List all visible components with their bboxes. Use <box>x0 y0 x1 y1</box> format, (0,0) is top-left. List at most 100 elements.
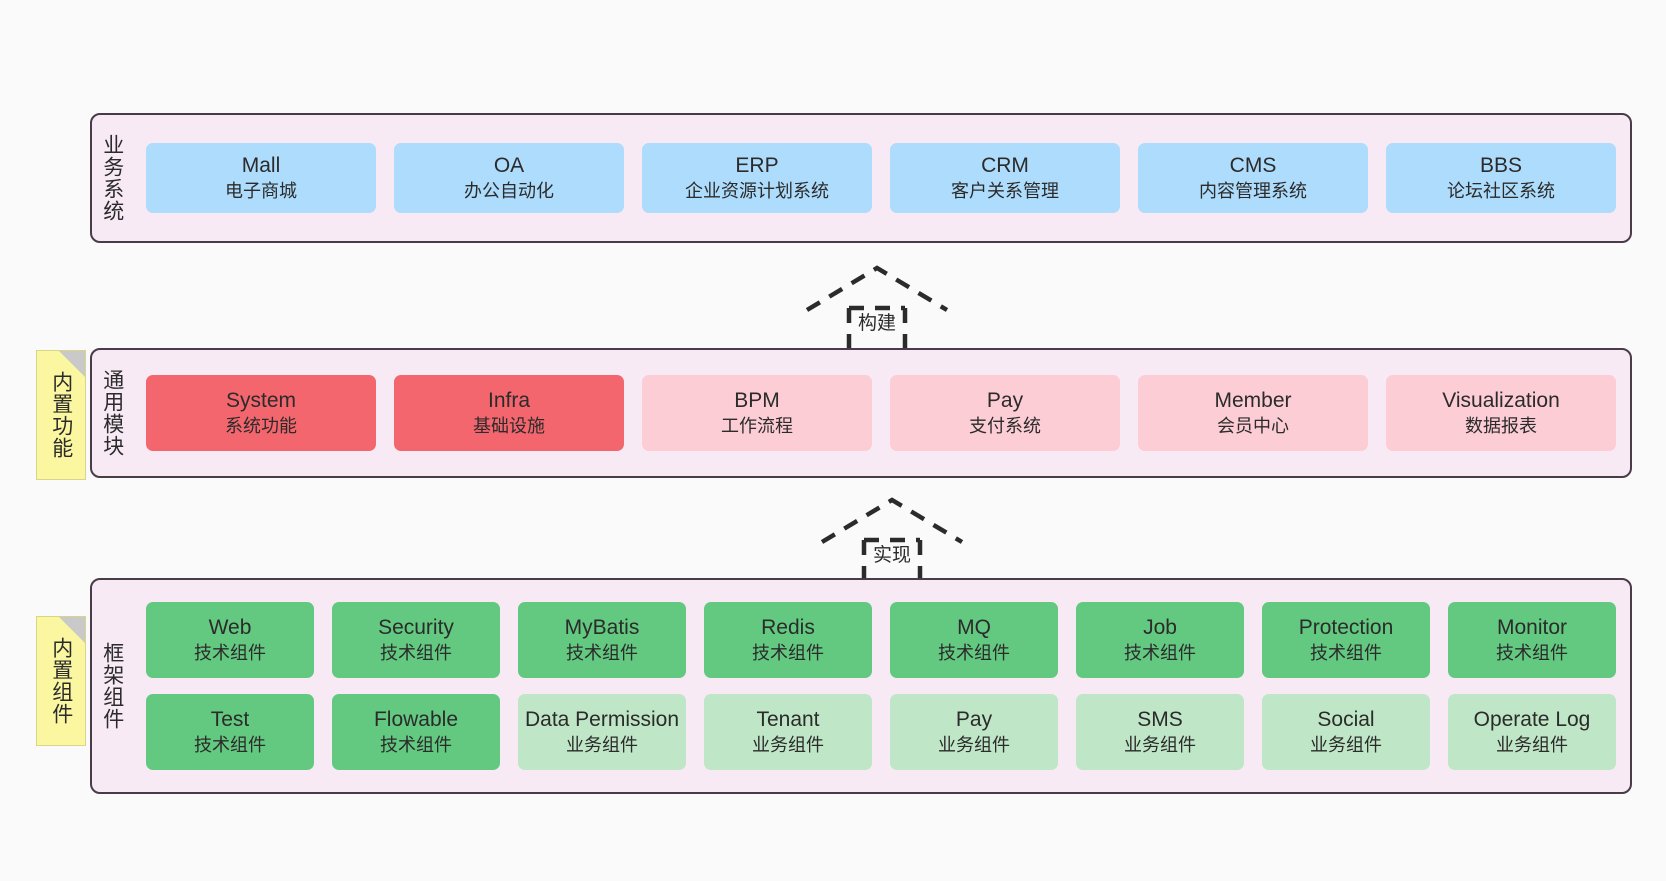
card-subtitle: 支付系统 <box>969 415 1041 436</box>
card-mq[interactable]: MQ 技术组件 <box>890 602 1058 678</box>
card-subtitle: 业务组件 <box>1496 734 1568 755</box>
note-fold-icon <box>59 617 85 643</box>
card-title: OA <box>493 154 525 178</box>
card-subtitle: 内容管理系统 <box>1199 180 1307 201</box>
card-title: Test <box>210 708 250 732</box>
card-title: Operate Log <box>1473 708 1591 732</box>
note-label: 内置功能 <box>49 371 73 459</box>
card-row: Web 技术组件 Security 技术组件 MyBatis 技术组件 Redi… <box>146 602 1616 678</box>
card-member[interactable]: Member 会员中心 <box>1138 375 1368 451</box>
card-subtitle: 技术组件 <box>1310 642 1382 663</box>
card-title: Tenant <box>756 708 820 732</box>
card-subtitle: 技术组件 <box>938 642 1010 663</box>
card-subtitle: 技术组件 <box>1124 642 1196 663</box>
layer-title-common-module: 通用模块 <box>100 369 124 457</box>
card-security[interactable]: Security 技术组件 <box>332 602 500 678</box>
card-subtitle: 会员中心 <box>1217 415 1289 436</box>
note-builtin-function[interactable]: 内置功能 <box>36 350 86 480</box>
card-title: Pay <box>986 389 1024 413</box>
card-protection[interactable]: Protection 技术组件 <box>1262 602 1430 678</box>
card-mybatis[interactable]: MyBatis 技术组件 <box>518 602 686 678</box>
card-monitor[interactable]: Monitor 技术组件 <box>1448 602 1616 678</box>
card-title: Pay <box>955 708 993 732</box>
card-subtitle: 办公自动化 <box>464 180 554 201</box>
card-title: System <box>225 389 296 413</box>
card-title: Mall <box>241 154 281 178</box>
card-subtitle: 工作流程 <box>721 415 793 436</box>
card-subtitle: 业务组件 <box>1310 734 1382 755</box>
card-bpm[interactable]: BPM 工作流程 <box>642 375 872 451</box>
card-title: ERP <box>735 154 779 178</box>
card-subtitle: 业务组件 <box>566 734 638 755</box>
card-erp[interactable]: ERP 企业资源计划系统 <box>642 143 872 213</box>
card-test[interactable]: Test 技术组件 <box>146 694 314 770</box>
card-bbs[interactable]: BBS 论坛社区系统 <box>1386 143 1616 213</box>
connector-build: 构建 <box>797 262 957 359</box>
card-title: Protection <box>1298 616 1394 640</box>
card-subtitle: 系统功能 <box>225 415 297 436</box>
generalization-arrowhead <box>805 265 949 312</box>
card-mall[interactable]: Mall 电子商城 <box>146 143 376 213</box>
card-title: Job <box>1143 616 1177 640</box>
card-subtitle: 技术组件 <box>380 642 452 663</box>
card-title: MyBatis <box>564 616 640 640</box>
card-title: CRM <box>981 154 1029 178</box>
card-subtitle: 技术组件 <box>194 734 266 755</box>
card-pay-business[interactable]: Pay 业务组件 <box>890 694 1058 770</box>
note-label: 内置组件 <box>49 637 73 725</box>
card-infra[interactable]: Infra 基础设施 <box>394 375 624 451</box>
card-crm[interactable]: CRM 客户关系管理 <box>890 143 1120 213</box>
card-subtitle: 技术组件 <box>380 734 452 755</box>
card-title: Monitor <box>1496 616 1568 640</box>
card-redis[interactable]: Redis 技术组件 <box>704 602 872 678</box>
card-operate-log[interactable]: Operate Log 业务组件 <box>1448 694 1616 770</box>
card-subtitle: 业务组件 <box>1124 734 1196 755</box>
card-title: Redis <box>761 616 815 640</box>
card-job[interactable]: Job 技术组件 <box>1076 602 1244 678</box>
card-row: System 系统功能 Infra 基础设施 BPM 工作流程 Pay 支付系统… <box>146 375 1616 451</box>
note-builtin-component[interactable]: 内置组件 <box>36 616 86 746</box>
generalization-arrowhead <box>820 497 964 544</box>
card-sms[interactable]: SMS 业务组件 <box>1076 694 1244 770</box>
card-subtitle: 企业资源计划系统 <box>685 180 829 201</box>
card-system[interactable]: System 系统功能 <box>146 375 376 451</box>
card-row: Mall 电子商城 OA 办公自动化 ERP 企业资源计划系统 CRM 客户关系… <box>146 143 1616 213</box>
card-subtitle: 论坛社区系统 <box>1447 180 1555 201</box>
card-title: Infra <box>487 389 531 413</box>
layer-business-system[interactable]: 业务系统 Mall 电子商城 OA 办公自动化 ERP 企业资源计划系统 CRM… <box>90 113 1632 243</box>
card-title: Web <box>208 616 252 640</box>
card-subtitle: 基础设施 <box>473 415 545 436</box>
layer-title-framework-component: 框架组件 <box>100 642 124 730</box>
card-web[interactable]: Web 技术组件 <box>146 602 314 678</box>
card-title: Member <box>1214 389 1292 413</box>
card-title: Social <box>1317 708 1375 732</box>
card-tenant[interactable]: Tenant 业务组件 <box>704 694 872 770</box>
card-subtitle: 技术组件 <box>566 642 638 663</box>
card-data-permission[interactable]: Data Permission 业务组件 <box>518 694 686 770</box>
card-row: Test 技术组件 Flowable 技术组件 Data Permission … <box>146 694 1616 770</box>
card-title: BBS <box>1479 154 1523 178</box>
card-subtitle: 业务组件 <box>938 734 1010 755</box>
layer-framework-component[interactable]: 框架组件 Web 技术组件 Security 技术组件 MyBatis 技术组件… <box>90 578 1632 794</box>
card-oa[interactable]: OA 办公自动化 <box>394 143 624 213</box>
card-social[interactable]: Social 业务组件 <box>1262 694 1430 770</box>
card-visualization[interactable]: Visualization 数据报表 <box>1386 375 1616 451</box>
card-cms[interactable]: CMS 内容管理系统 <box>1138 143 1368 213</box>
card-title: Data Permission <box>524 708 680 732</box>
card-pay[interactable]: Pay 支付系统 <box>890 375 1120 451</box>
card-subtitle: 数据报表 <box>1465 415 1537 436</box>
card-title: MQ <box>957 616 991 640</box>
card-subtitle: 客户关系管理 <box>951 180 1059 201</box>
note-fold-icon <box>59 351 85 377</box>
card-subtitle: 技术组件 <box>752 642 824 663</box>
card-title: Visualization <box>1442 389 1560 413</box>
card-subtitle: 技术组件 <box>194 642 266 663</box>
card-title: CMS <box>1229 154 1277 178</box>
connector-label: 构建 <box>857 313 897 334</box>
card-subtitle: 电子商城 <box>225 180 297 201</box>
layer-common-module[interactable]: 通用模块 System 系统功能 Infra 基础设施 BPM 工作流程 Pay… <box>90 348 1632 478</box>
connector-label: 实现 <box>872 545 912 566</box>
card-flowable[interactable]: Flowable 技术组件 <box>332 694 500 770</box>
layer-body-framework-component: Web 技术组件 Security 技术组件 MyBatis 技术组件 Redi… <box>132 580 1630 792</box>
